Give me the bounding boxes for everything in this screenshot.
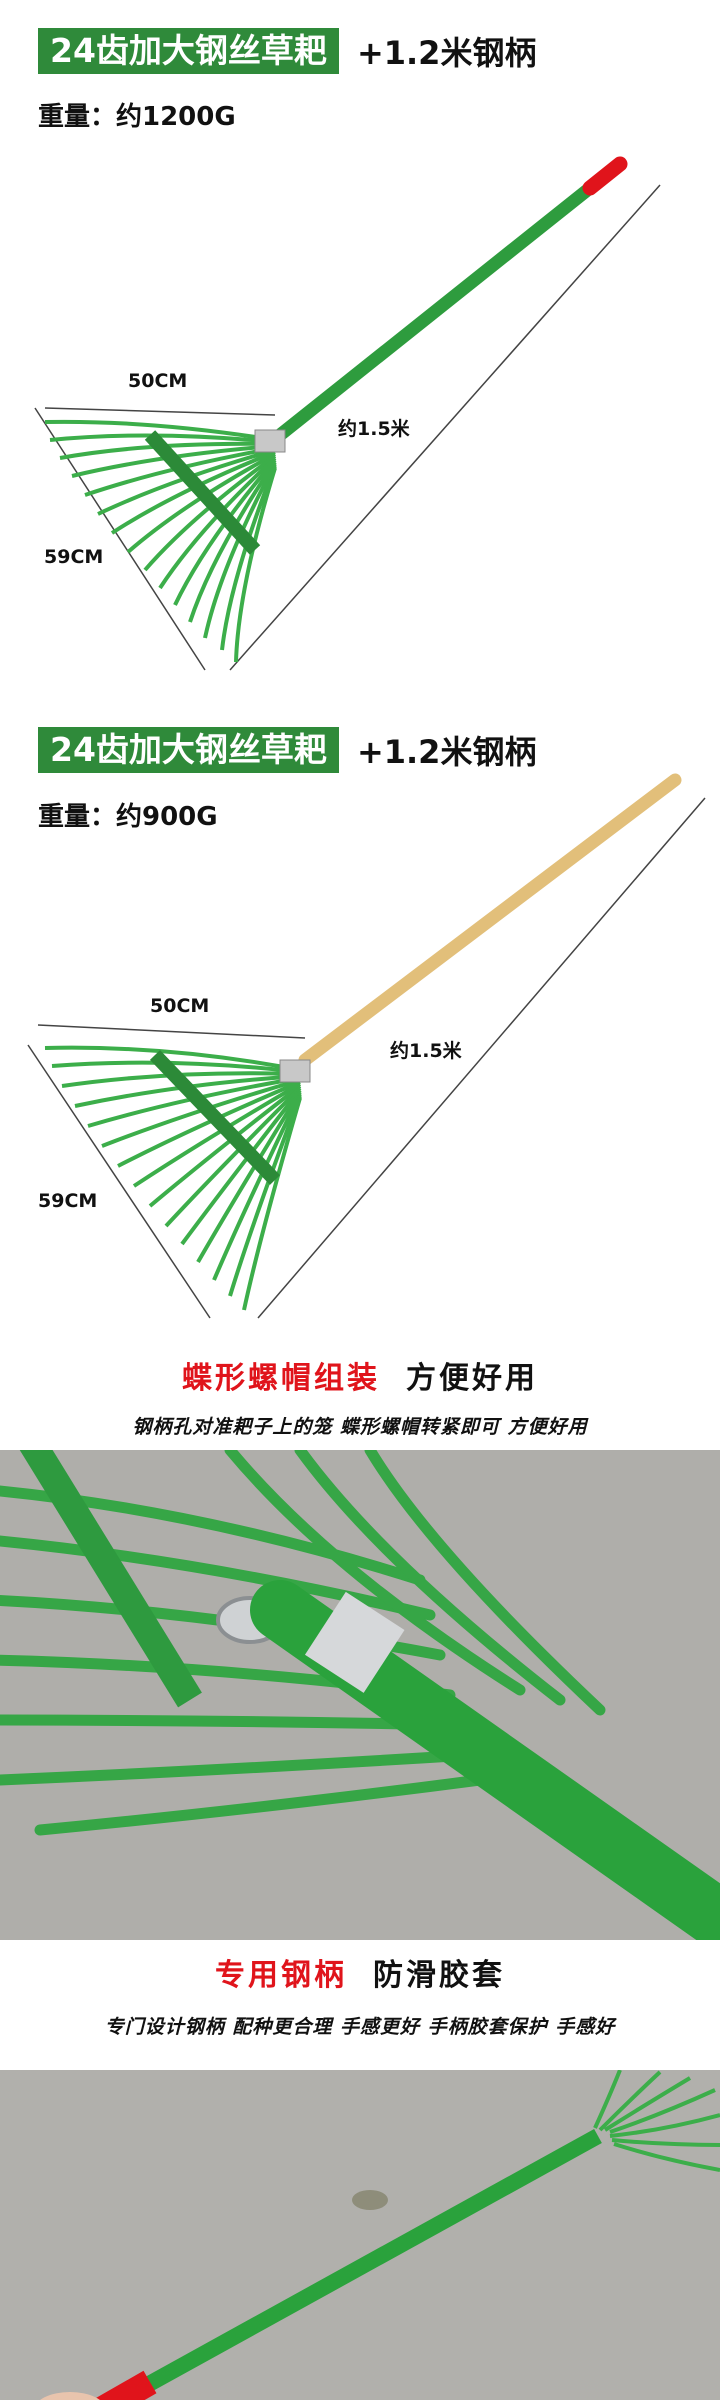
product-1-rake-illustration <box>34 156 661 671</box>
product-1-badge: 24齿加大钢丝草耙 <box>38 28 339 74</box>
product-2-title: 24齿加大钢丝草耙 +1.2米钢柄 <box>38 727 536 773</box>
product-1-width: 50CM <box>128 370 188 392</box>
feature-2-subtitle: 专门设计钢柄 配种更合理 手感更好 手柄胶套保护 手感好 <box>104 2016 616 2038</box>
product-1-handle-text: +1.2米钢柄 <box>356 34 537 72</box>
product-1-handle-length: 约1.5米 <box>338 418 410 440</box>
product-2-handle-text: +1.2米钢柄 <box>356 733 537 771</box>
product-2-rake-illustration <box>27 773 706 1319</box>
product-1-length: 59CM <box>44 546 104 568</box>
feature-1-title-red: 蝶形螺帽组装 <box>182 1361 380 1396</box>
feature-2-title-red: 专用钢柄 <box>215 1958 347 1993</box>
feature-1-title-black: 方便好用 <box>406 1361 538 1396</box>
feature-2-heading: 专用钢柄防滑胶套 <box>0 1950 720 1994</box>
product-1-title: 24齿加大钢丝草耙 +1.2米钢柄 <box>38 28 536 74</box>
product-2-width: 50CM <box>150 995 210 1017</box>
feature-2-title-black: 防滑胶套 <box>373 1958 505 1993</box>
product-2-handle-length: 约1.5米 <box>390 1040 462 1062</box>
product-2-weight: 重量：约900G <box>38 802 218 832</box>
product-2-badge: 24齿加大钢丝草耙 <box>38 727 339 773</box>
feature-1-subtitle: 钢柄孔对准耙子上的笼 蝶形螺帽转紧即可 方便好用 <box>132 1416 588 1438</box>
feature-2-photo <box>0 2070 720 2400</box>
product-1-weight: 重量：约1200G <box>38 102 236 132</box>
product-2-length: 59CM <box>38 1190 98 1212</box>
feature-1-photo <box>0 1450 720 1940</box>
feature-1-heading: 蝶形螺帽组装方便好用 <box>0 1353 720 1397</box>
